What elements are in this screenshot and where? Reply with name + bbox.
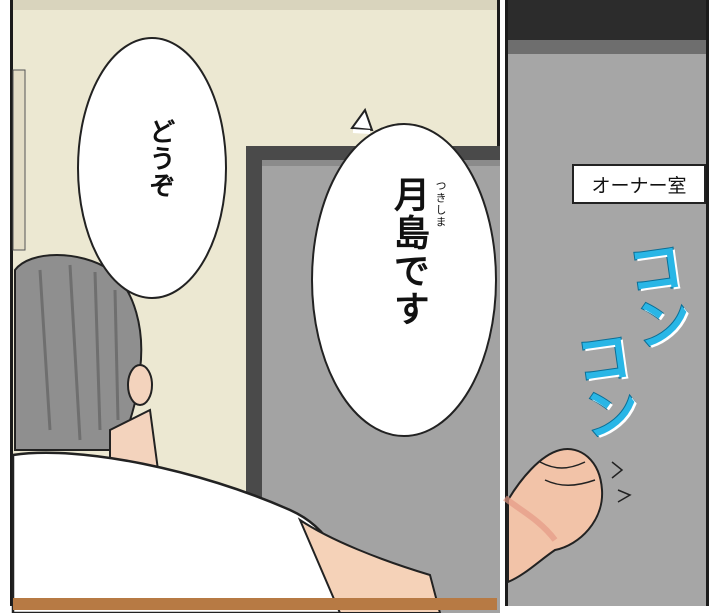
knock-motion-lines <box>611 461 632 503</box>
speech-bubble-1 <box>77 37 227 299</box>
speech-bubble-2-tail <box>350 107 374 132</box>
hair-strands <box>38 264 120 441</box>
wall-frame <box>12 69 26 251</box>
owner-room-sign: オーナー室 <box>572 164 706 204</box>
finger-lines <box>539 461 596 486</box>
bubble-1-text: どうぞ <box>145 118 175 199</box>
desk-edge <box>13 598 497 610</box>
ceiling-strip <box>13 0 497 10</box>
speech-bubble-2 <box>311 123 497 437</box>
right-door-frame <box>508 40 706 54</box>
bubble-2-text: 月島です <box>388 176 429 328</box>
knock-sfx-2: コン <box>562 325 643 443</box>
knocking-hand <box>507 448 604 584</box>
right-door-top <box>508 0 706 40</box>
character-arm <box>297 517 442 613</box>
wrist-blush <box>503 495 558 542</box>
bubble-tail-join <box>352 129 371 134</box>
bubble-2-ruby: つきしま <box>434 180 447 228</box>
character-ear <box>127 364 153 406</box>
